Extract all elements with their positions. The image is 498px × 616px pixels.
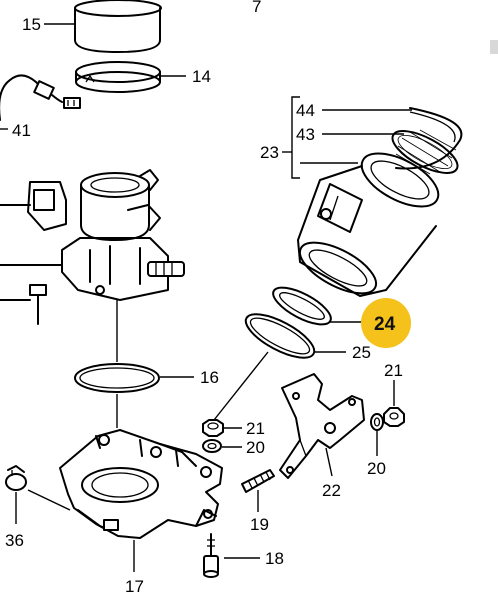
callout-44[interactable]: 44 <box>296 101 315 120</box>
callout-22[interactable]: 22 <box>322 481 341 500</box>
part-19-stud[interactable] <box>241 469 275 493</box>
callout-36[interactable]: 36 <box>5 531 24 550</box>
part-21-nut-right[interactable] <box>383 407 405 427</box>
throttle-body-assembly[interactable] <box>0 169 185 301</box>
callout-21b[interactable]: 21 <box>384 361 403 380</box>
part-21-nut-center[interactable] <box>202 419 224 437</box>
callout-24[interactable]: 24 <box>374 314 396 335</box>
callout-15[interactable]: 15 <box>22 15 41 34</box>
part-25-gasket[interactable] <box>240 306 320 366</box>
part-24-seal-ring[interactable] <box>268 280 336 331</box>
callout-43[interactable]: 43 <box>296 125 315 144</box>
leader-25-down <box>213 351 269 421</box>
page-number: 7 <box>252 0 261 16</box>
part-17-intake-base[interactable] <box>59 429 223 539</box>
part-36-small-clamp[interactable] <box>5 465 27 491</box>
callout-23[interactable]: 23 <box>260 143 279 162</box>
callout-17[interactable]: 17 <box>125 577 144 596</box>
leader-36-to-base <box>27 489 71 511</box>
bolt-left[interactable] <box>0 284 47 325</box>
callout-41[interactable]: 41 <box>12 121 31 140</box>
leader-22 <box>325 447 333 477</box>
part-22-bracket[interactable] <box>279 373 365 479</box>
part-44-snap-ring[interactable] <box>395 107 463 170</box>
part-20-washer-center[interactable] <box>202 439 222 453</box>
part-18-grommet[interactable] <box>203 533 219 578</box>
part-16-o-ring[interactable] <box>74 363 160 393</box>
part-14-clamp[interactable] <box>75 61 161 93</box>
callout-21a[interactable]: 21 <box>246 419 265 438</box>
highlight-badge-24[interactable]: 24 <box>361 298 411 348</box>
bracket-23 <box>291 96 300 179</box>
part-43-mesh-screen[interactable] <box>387 123 464 182</box>
part-15-sleeve[interactable] <box>74 0 162 53</box>
callout-16[interactable]: 16 <box>200 368 219 387</box>
part-23-air-flow-meter[interactable] <box>292 143 446 304</box>
callout-20a[interactable]: 20 <box>246 438 265 457</box>
callout-20b[interactable]: 20 <box>367 459 386 478</box>
callout-14[interactable]: 14 <box>192 67 211 86</box>
callout-25[interactable]: 25 <box>352 343 371 362</box>
callout-18[interactable]: 18 <box>265 549 284 568</box>
callout-19[interactable]: 19 <box>250 515 269 534</box>
part-20-washer-right[interactable] <box>370 413 384 431</box>
scrollbar-edge <box>490 40 498 54</box>
part-41-sensor-wire[interactable] <box>0 74 81 121</box>
